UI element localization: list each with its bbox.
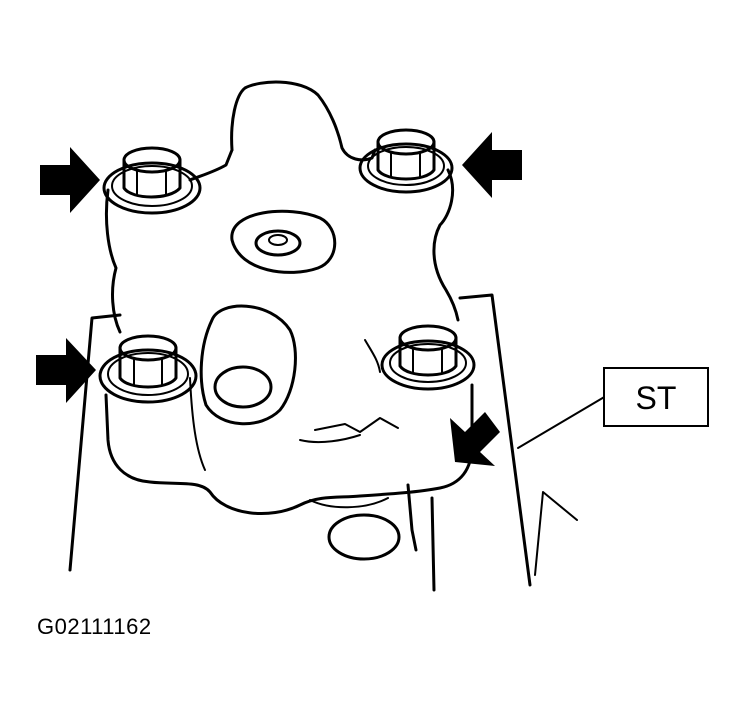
bolt-top-left bbox=[102, 146, 202, 215]
arrow-bottom-left bbox=[36, 338, 96, 403]
st-callout-label: ST bbox=[636, 380, 677, 416]
arrow-bottom-right bbox=[450, 412, 500, 466]
bolt-bottom-right bbox=[380, 324, 476, 391]
bolt-top-right bbox=[358, 128, 454, 194]
center-boss bbox=[230, 209, 337, 274]
bolt-bottom-left bbox=[98, 334, 198, 404]
figure-code: G02111162 bbox=[37, 614, 152, 639]
arrow-top-right bbox=[462, 132, 522, 198]
pump-body-outline bbox=[104, 80, 474, 516]
st-callout: ST bbox=[517, 367, 709, 449]
port-recesses bbox=[199, 304, 401, 561]
special-tool-outline bbox=[68, 293, 578, 592]
arrow-top-left bbox=[40, 147, 100, 213]
